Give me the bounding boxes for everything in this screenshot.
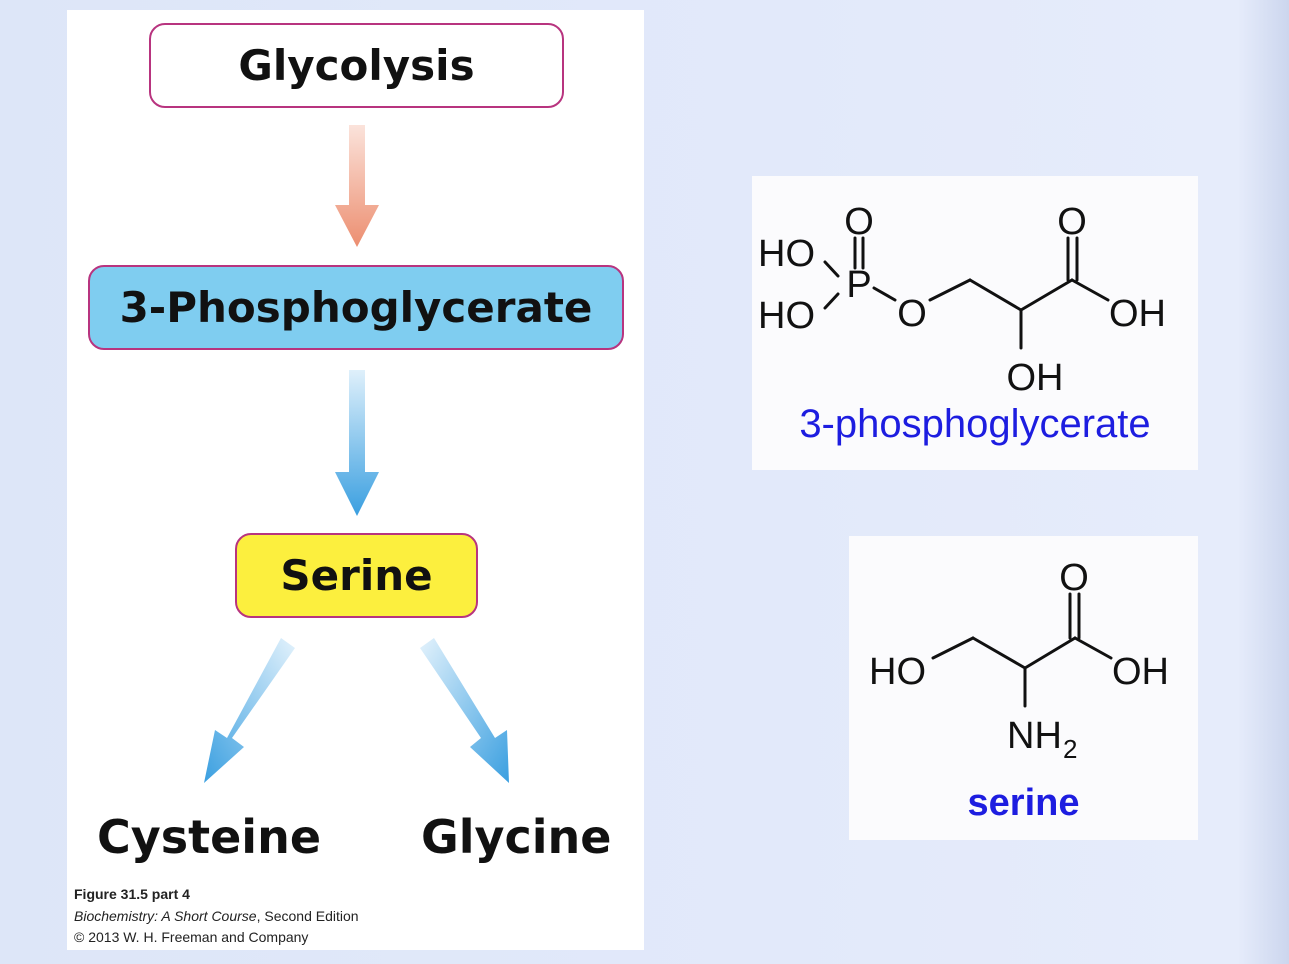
atom-oh: OH xyxy=(1109,293,1166,335)
phosphoglycerate-node: 3-Phosphoglycerate xyxy=(88,265,624,350)
atom-oh: OH xyxy=(1112,651,1169,693)
arrow-down-left-blue-icon xyxy=(204,638,295,783)
cysteine-label: Cysteine xyxy=(97,810,322,864)
serine-label: Serine xyxy=(280,551,433,600)
arrow-down-right-blue-icon xyxy=(420,638,509,783)
pathway-figure: Glycolysis 3-Phosphoglycerate Serine Cys… xyxy=(67,10,644,950)
atom-subscript: 2 xyxy=(1063,734,1077,764)
serine-node: Serine xyxy=(235,533,478,618)
phosphoglycerate-name: 3-phosphoglycerate xyxy=(799,402,1151,446)
phosphoglycerate-structure-panel: O O HO HO P O OH OH 3-phosphoglycerate xyxy=(752,176,1198,470)
serine-name: serine xyxy=(967,782,1080,824)
atom-ho: HO xyxy=(869,651,926,693)
arrow-down-orange-icon xyxy=(335,125,379,247)
atom-o: O xyxy=(844,201,874,243)
glycolysis-node: Glycolysis xyxy=(149,23,564,108)
copyright-line: © 2013 W. H. Freeman and Company xyxy=(74,929,309,945)
atom-o: O xyxy=(897,293,927,335)
atom-o: O xyxy=(1057,201,1087,243)
atom-ho: HO xyxy=(758,295,815,337)
book-title: Biochemistry: A Short Course xyxy=(74,908,257,924)
phosphoglycerate-structure: O O HO HO P O OH OH xyxy=(758,201,1166,399)
figure-number: Figure 31.5 part 4 xyxy=(74,886,190,902)
pathway-arrows xyxy=(204,125,509,783)
atom-p: P xyxy=(846,264,871,306)
atom-oh: OH xyxy=(1007,357,1064,399)
phosphoglycerate-label: 3-Phosphoglycerate xyxy=(119,283,593,332)
book-edition: , Second Edition xyxy=(256,908,359,924)
book-credit: Biochemistry: A Short Course, Second Edi… xyxy=(74,908,359,924)
arrow-down-blue-icon xyxy=(335,370,379,516)
serine-structure-panel: O HO OH NH 2 serine xyxy=(849,536,1198,840)
atom-nh: NH xyxy=(1007,715,1062,757)
atom-o: O xyxy=(1059,557,1089,599)
atom-ho: HO xyxy=(758,233,815,275)
glycine-label: Glycine xyxy=(421,810,612,864)
serine-structure: O HO OH NH 2 xyxy=(869,557,1169,764)
glycolysis-label: Glycolysis xyxy=(238,41,475,90)
